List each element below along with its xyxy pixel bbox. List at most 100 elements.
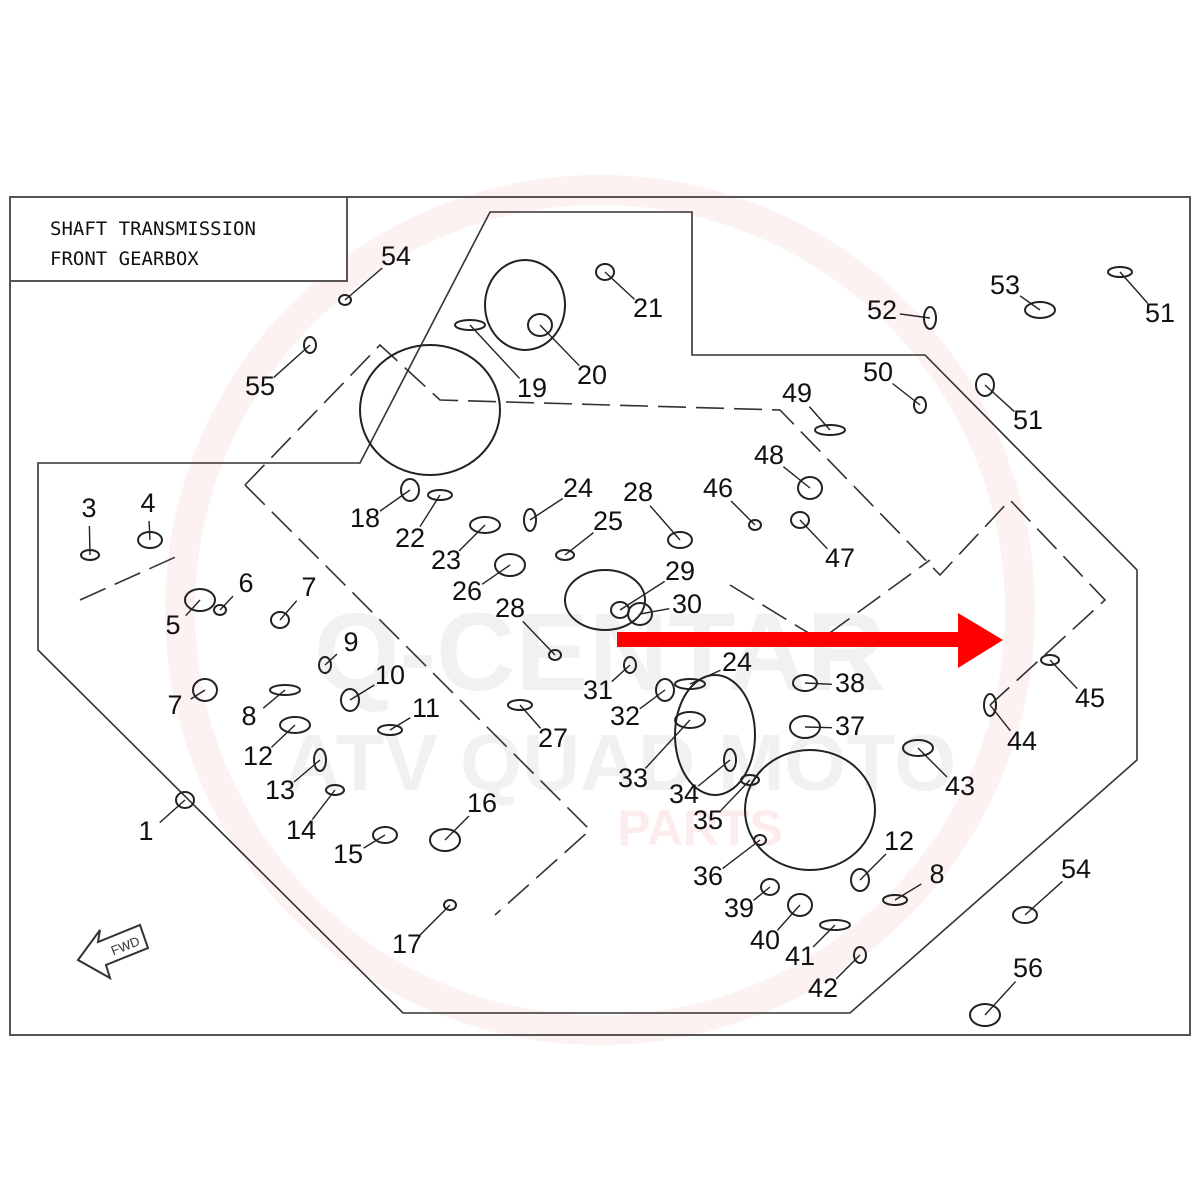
watermark-line3: PARTS [617,800,783,856]
callout-8: 8 [929,859,944,889]
leader-line [148,520,151,541]
leader-line [279,600,298,621]
title-line2: FRONT GEARBOX [50,248,199,270]
leader-line [722,839,761,870]
part-42-drawing [853,946,867,964]
leader-line [984,981,1017,1016]
leader-line [804,726,833,729]
leader-line [639,607,670,615]
leader-line [799,519,828,550]
leader-line [776,904,801,931]
callout-30: 30 [672,589,702,619]
leader-line [984,384,1015,413]
leader-line [1049,659,1078,690]
leader-line [522,620,556,656]
leader-line [619,580,666,611]
callout-15: 15 [333,839,363,869]
part-8-drawing [269,684,301,696]
leader-line [311,789,336,820]
part-25-drawing [555,549,575,561]
leader-line [730,500,756,526]
part-5-drawing [184,588,216,612]
part-31-drawing [623,656,637,674]
title-box: SHAFT TRANSMISSION FRONT GEARBOX [9,196,348,282]
watermark-line1: Q-CENTAR [314,591,886,714]
part-26-drawing [494,553,526,577]
part-13-drawing [313,748,327,772]
leader-line [689,669,721,685]
part-55-drawing [303,336,317,354]
part-40-drawing [787,893,813,917]
leader-line [611,664,631,683]
leader-line [419,494,441,528]
callout-41: 41 [785,941,815,971]
part-7-drawing [270,611,290,629]
callout-24: 24 [563,473,593,503]
callout-3: 3 [81,493,96,523]
callout-11: 11 [412,693,440,723]
leader-line [1019,295,1041,311]
part-56-drawing [969,1003,1001,1027]
callout-5: 5 [165,610,180,640]
leader-line [1024,880,1063,916]
leader-line [697,759,731,787]
leader-line [899,313,931,319]
callout-26: 26 [452,576,482,606]
callout-42: 42 [808,973,838,1003]
watermark-line2: ATV QUAD MOTO [284,718,957,807]
part-19-drawing [454,319,486,331]
part-18-drawing [400,478,420,502]
leader-line [363,834,386,849]
part-43-drawing [902,739,934,757]
callout-50: 50 [863,357,893,387]
callout-40: 40 [750,925,780,955]
part-11-drawing [377,724,403,736]
callout-53: 53 [990,270,1020,300]
part-51-drawing [1107,266,1133,278]
leader-line [349,684,375,701]
callout-14: 14 [286,815,316,845]
callout-28: 28 [495,593,525,623]
gearbox-lower-housing [744,749,876,871]
part-45-drawing [1040,654,1060,666]
callout-38: 38 [835,668,865,698]
callout-56: 56 [1013,953,1043,983]
part-41-drawing [819,919,851,931]
cover [484,259,566,351]
part-32-drawing [655,678,675,702]
leader-line [804,682,833,685]
callout-51: 51 [1145,298,1175,328]
part-30-drawing [627,602,653,626]
leader-line [190,689,206,700]
leader-line [604,271,635,300]
callout-12: 12 [243,741,273,771]
leader-line [639,689,666,710]
callout-21: 21 [633,293,663,323]
part-8-drawing [882,894,908,906]
part-10-drawing [340,688,360,712]
callout-9: 9 [343,627,358,657]
leader-line [1119,271,1149,304]
callout-23: 23 [431,545,461,575]
leader-line [469,324,521,379]
leader-line [262,689,286,709]
callout-54: 54 [1061,854,1091,884]
leader-line [753,886,771,902]
leader-line [835,954,861,980]
part-7-drawing [192,678,218,702]
leader-line [419,904,451,936]
leader-line [519,704,542,729]
callout-55: 55 [245,371,275,401]
callout-22: 22 [395,523,425,553]
diagram-border [9,196,1191,1036]
callout-17: 17 [392,929,422,959]
leader-line [293,759,321,783]
part-1-drawing [175,791,195,809]
leader-line [159,799,186,824]
callout-54: 54 [381,241,411,271]
callout-47: 47 [825,543,855,573]
leader-line [892,382,921,406]
callout-1: 1 [138,816,153,846]
part-47-drawing [790,511,810,529]
leader-line [812,924,836,948]
